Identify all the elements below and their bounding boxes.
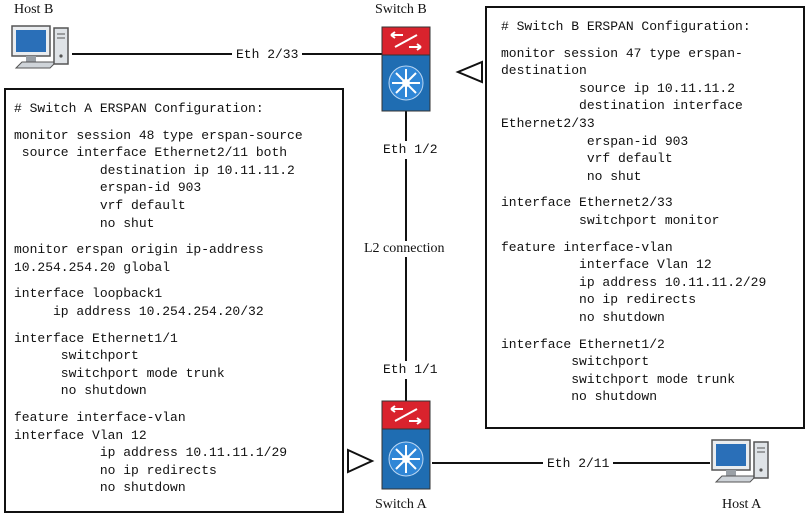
config-line: destination ip 10.11.11.2 xyxy=(14,162,295,178)
config-line: interface Vlan 12 xyxy=(501,257,712,273)
config-block: feature interface-vlan interface Vlan 12… xyxy=(501,239,803,327)
config-line: vrf default xyxy=(501,151,673,167)
config-line: vrf default xyxy=(14,197,186,213)
config-block: interface Ethernet1/2 switchport switchp… xyxy=(501,336,803,406)
config-line: ip address 10.11.11.2/29 xyxy=(501,274,767,290)
eth-2-11-label: Eth 2/11 xyxy=(543,455,614,473)
host-b-label: Host B xyxy=(14,2,54,17)
config-line: feature interface-vlan xyxy=(14,409,186,425)
switch-b-config-body: monitor session 47 type erspan-destinati… xyxy=(501,45,803,406)
config-line: switchport mode trunk xyxy=(501,371,736,387)
config-block: interface Ethernet1/1 switchport switchp… xyxy=(14,330,342,400)
config-line: source interface Ethernet2/11 both xyxy=(14,145,288,161)
config-line: Ethernet2/33 xyxy=(501,115,595,131)
config-line: 10.254.254.20 global xyxy=(14,259,171,275)
config-line: no shutdown xyxy=(14,480,186,496)
config-line: destination xyxy=(501,63,587,79)
config-line: interface Vlan 12 xyxy=(14,427,147,443)
config-line: interface Ethernet2/33 xyxy=(501,195,673,211)
config-line: interface Ethernet1/1 xyxy=(14,330,178,346)
config-block: interface Ethernet2/33 switchport monito… xyxy=(501,194,803,229)
config-block: monitor session 47 type erspan-destinati… xyxy=(501,45,803,186)
config-line: erspan-id 903 xyxy=(14,180,202,196)
config-line: no shutdown xyxy=(501,389,658,405)
config-line: monitor erspan origin ip-address xyxy=(14,242,264,258)
config-line: no shut xyxy=(501,168,642,184)
config-line: destination interface xyxy=(501,98,743,114)
config-line: erspan-id 903 xyxy=(501,133,689,149)
switch-a-config-box: # Switch A ERSPAN Configuration: monitor… xyxy=(4,88,344,513)
config-line: no shutdown xyxy=(14,383,147,399)
eth-2-33-label: Eth 2/33 xyxy=(232,46,303,64)
host-a-computer-icon xyxy=(711,439,769,483)
switch-a-icon xyxy=(381,400,431,490)
host-b-computer-icon xyxy=(11,25,69,69)
config-line: switchport monitor xyxy=(501,212,720,228)
config-line: no shut xyxy=(14,215,155,231)
config-line: ip address 10.254.254.20/32 xyxy=(14,303,264,319)
config-line: switchport xyxy=(501,354,650,370)
config-line: source ip 10.11.11.2 xyxy=(501,80,736,96)
config-line: no ip redirects xyxy=(501,292,697,308)
config-line: no ip redirects xyxy=(14,462,217,478)
config-block: interface loopback1 ip address 10.254.25… xyxy=(14,285,342,320)
link-hostb-switchb xyxy=(72,53,382,55)
l2-connection-label: L2 connection xyxy=(360,241,449,257)
config-line: feature interface-vlan xyxy=(501,239,673,255)
config-line: monitor session 48 type erspan-source xyxy=(14,127,303,143)
config-block: monitor session 48 type erspan-source so… xyxy=(14,127,342,233)
config-line: interface Ethernet1/2 xyxy=(501,336,665,352)
config-line: interface loopback1 xyxy=(14,286,163,302)
config-line: no shutdown xyxy=(501,309,665,325)
config-line: monitor session 47 type erspan- xyxy=(501,45,743,61)
config-line: ip address 10.11.11.1/29 xyxy=(14,445,288,461)
eth-1-2-label: Eth 1/2 xyxy=(379,141,442,159)
switch-b-config-pointer-icon xyxy=(455,60,483,84)
link-switchb-switcha xyxy=(405,110,407,406)
eth-1-1-label: Eth 1/1 xyxy=(379,361,442,379)
switch-a-config-pointer-icon xyxy=(347,448,375,474)
host-a-label: Host A xyxy=(722,497,762,512)
switch-a-config-header: # Switch A ERSPAN Configuration: xyxy=(14,101,264,116)
config-line: switchport mode trunk xyxy=(14,365,225,381)
config-line: switchport xyxy=(14,348,139,364)
switch-a-label: Switch A xyxy=(375,497,427,512)
switch-b-config-header: # Switch B ERSPAN Configuration: xyxy=(501,19,751,34)
switch-b-icon xyxy=(381,26,431,112)
switch-a-config-body: monitor session 48 type erspan-source so… xyxy=(14,127,342,497)
switch-b-label: Switch B xyxy=(375,2,427,17)
switch-b-config-box: # Switch B ERSPAN Configuration: monitor… xyxy=(485,6,805,429)
